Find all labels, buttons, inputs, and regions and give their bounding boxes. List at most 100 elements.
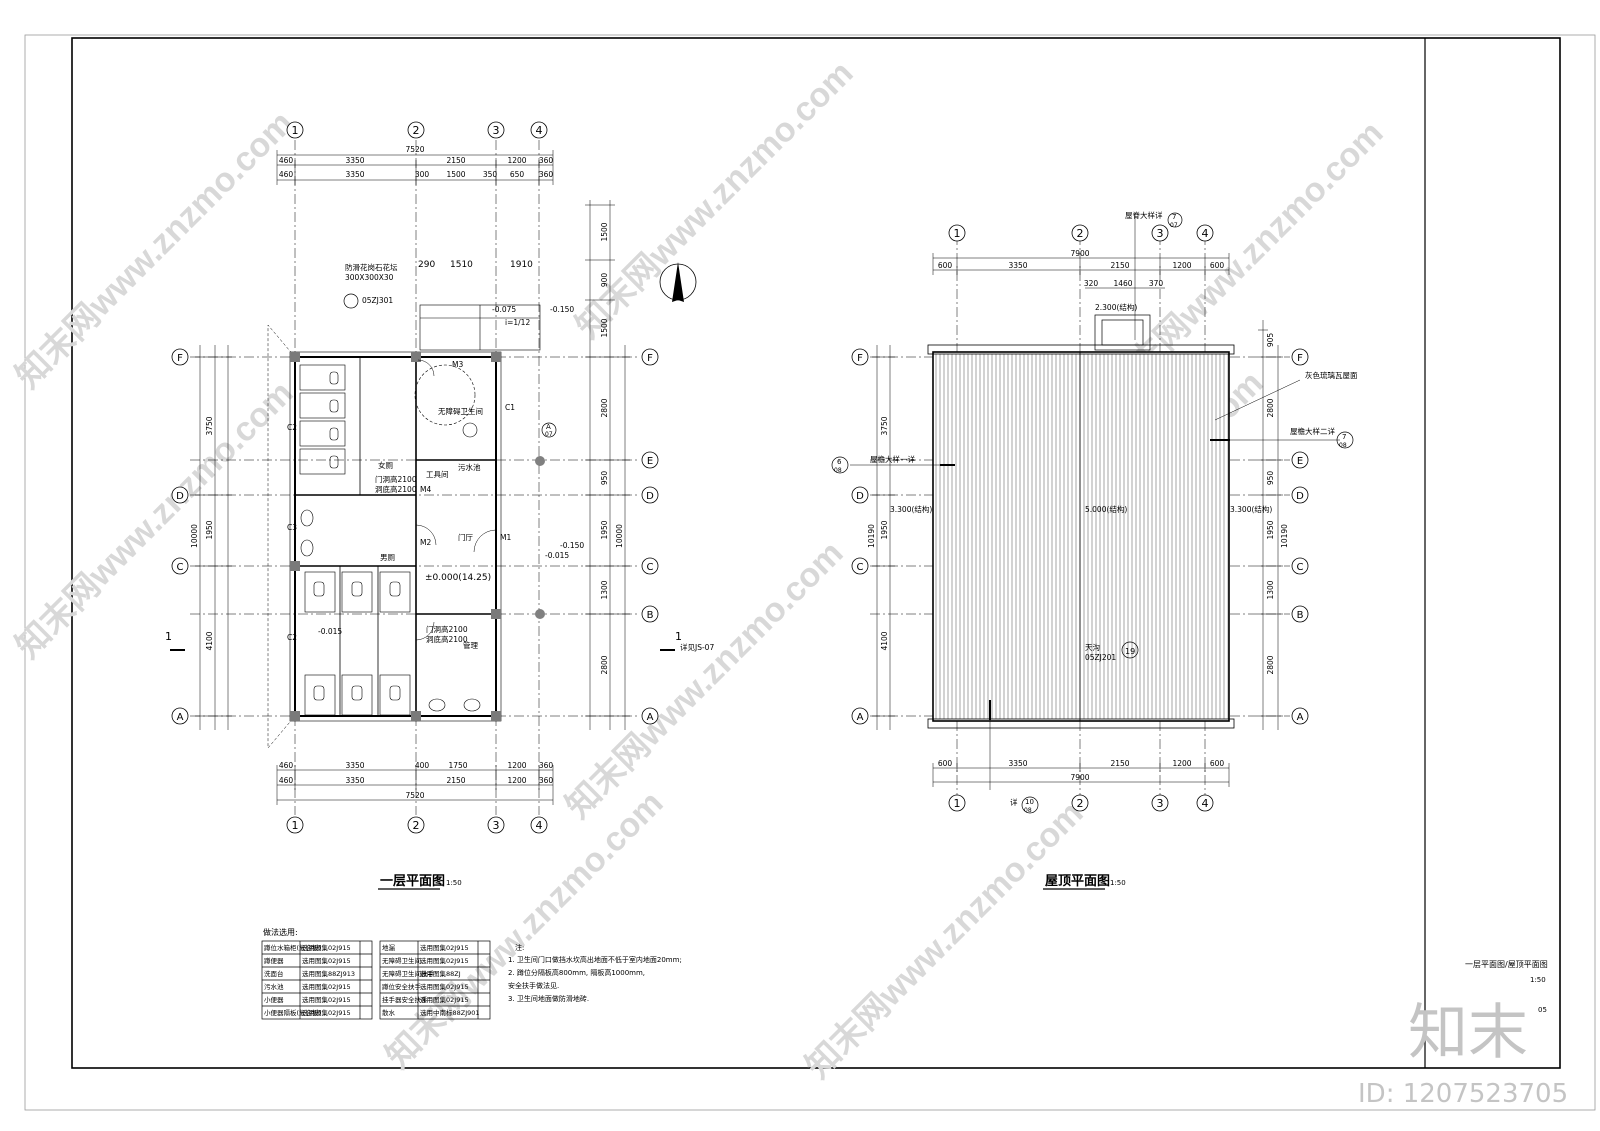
watermark-text-8: 知末网www.znzmo.com — [559, 534, 851, 826]
watermark-text-3: 知末网www.znzmo.com — [569, 54, 861, 346]
roof-tile-lines — [935, 354, 1229, 719]
table-cell: 选用图集02J915 — [302, 995, 351, 1004]
dim-total-bottom: 7520 — [405, 791, 424, 800]
ground-columns — [290, 352, 501, 721]
table-cell: 选用图集02J915 — [302, 956, 351, 965]
ground-ramp — [419, 304, 541, 351]
roof-axis-top: 1 2 3 4 — [948, 224, 1214, 242]
dim-label: 2800 — [600, 655, 609, 674]
dim-label: 650 — [510, 170, 525, 179]
ground-axis-bottom: 1 2 3 4 — [286, 816, 548, 834]
tile-spec: 300X300X30 — [345, 273, 394, 282]
dim-label: 2800 — [1266, 398, 1275, 417]
ramp-note: 防滑花岗石花坛 — [345, 262, 398, 272]
axis-label: D — [856, 491, 864, 502]
detail-ref: 08 — [834, 467, 842, 474]
roof-vent — [1094, 314, 1151, 351]
axis-label: A — [177, 712, 184, 723]
dim-label: 360 — [539, 761, 554, 770]
detail-note: 屋檐大样二详 — [1290, 426, 1335, 436]
table-cell: 无障碍卫生间 — [382, 956, 421, 965]
drawing-name: 一层平面图/屋顶平面图 — [1465, 960, 1548, 969]
drawing-frame — [71, 37, 1561, 1069]
room-label: 门厅 — [458, 533, 473, 542]
ground-dims-right — [585, 200, 630, 730]
axis-label: 4 — [1202, 227, 1209, 240]
detail-bubble — [1121, 641, 1139, 659]
detail-ref: 7 — [1342, 433, 1346, 441]
section-mark-right: 1 — [675, 630, 682, 643]
table-cell: 选用图集88ZJ913 — [302, 969, 355, 978]
axis-label: F — [647, 353, 653, 364]
door-note: 门洞高2100 — [426, 624, 468, 634]
table-cell: 选用图集02J915 — [420, 995, 469, 1004]
dim-label: 1950 — [1266, 520, 1275, 539]
roof-plan: 1 2 3 4 1 2 3 4 F D C A — [831, 210, 1358, 890]
roof-dims-right — [1258, 320, 1283, 730]
axis-label: E — [647, 456, 653, 467]
note-line: 安全扶手做法见. — [508, 981, 559, 990]
axis-label: 2 — [1077, 797, 1084, 810]
detail-ref: A — [546, 423, 551, 431]
detail-ref: 6 — [837, 458, 842, 466]
axis-label: 2 — [413, 819, 420, 832]
table-rows-left: 蹲位水箱柜(复合板) 选用图集02J915 蹲便器 选用图集02J915 洗面台… — [264, 943, 355, 1017]
ground-dims-top-row1: 460 3350 2150 1200 360 — [279, 156, 554, 165]
dim-label: 3350 — [345, 156, 364, 165]
elevation-label: ±0.000(14.25) — [425, 573, 491, 583]
detail-bubble — [1167, 212, 1183, 228]
gutter-code: 05ZJ201 — [1085, 653, 1116, 662]
dim-label: 2150 — [446, 776, 465, 785]
slope-label: i=1/12 — [505, 318, 530, 327]
table-cell: 选用图集02J915 — [302, 943, 351, 952]
window-tag: C3 — [287, 523, 297, 532]
dim-label: 3350 — [1008, 261, 1027, 270]
dim-label: 600 — [938, 261, 953, 270]
detail-bubble — [541, 422, 557, 438]
dim-label: 1300 — [1266, 580, 1275, 599]
table-cell: 地漏 — [382, 943, 396, 952]
watermark-text-2: 知末网www.znzmo.com — [9, 374, 301, 666]
axis-label: B — [647, 610, 654, 621]
notes-title: 注: — [515, 943, 524, 952]
axis-label: A — [857, 712, 864, 723]
dim-label: 1910 — [510, 260, 533, 270]
roof-dims-right-labels: 905 2800 950 1950 1300 2800 10190 — [1266, 333, 1289, 675]
dim-label: 600 — [1210, 759, 1225, 768]
ramp-detail-ref: 05ZJ301 — [362, 296, 393, 305]
axis-label: 1 — [954, 227, 961, 240]
section-mark-left: 1 — [165, 630, 172, 643]
dim-label: 2800 — [1266, 655, 1275, 674]
window-tag: C2 — [287, 633, 297, 642]
axis-label: F — [857, 353, 863, 364]
roof-dims-left-labels: 3750 1950 4100 10190 — [867, 416, 889, 650]
dim-total-bottom: 7900 — [1070, 773, 1089, 782]
detail-note: 屋檐大样一详 — [870, 454, 915, 464]
axis-label: F — [1297, 353, 1303, 364]
detail-note: 详 — [1010, 797, 1018, 807]
dim-label: 1750 — [448, 761, 467, 770]
general-notes: 注: 1. 卫生间门口做挡水坎高出地面不低于室内地面20mm; 2. 蹲位分隔板… — [508, 943, 682, 1003]
window-tag: C2 — [287, 423, 297, 432]
dim-label: 4100 — [205, 631, 214, 650]
door-tag: M2 — [420, 538, 431, 547]
detail-bubble — [343, 293, 359, 309]
axis-label: A — [647, 712, 654, 723]
detail-bubble — [831, 456, 849, 474]
ground-axis-top: 1 2 3 4 — [286, 121, 548, 139]
detail-bubble — [1021, 796, 1039, 814]
ground-walls — [267, 324, 502, 749]
dim-label: 3750 — [880, 416, 889, 435]
detail-ref: 08 — [1339, 442, 1347, 449]
axis-label: D — [646, 491, 654, 502]
dim-label: 3350 — [345, 776, 364, 785]
axis-label: 3 — [493, 124, 500, 137]
roof-axis-left: F D C A — [851, 348, 869, 725]
ground-dims-bottom — [276, 765, 554, 805]
materials-table: 做法选用: 蹲位水箱柜(复合板) 选用图集02J915 蹲便器 选用图集02J9… — [261, 927, 491, 1020]
plan-title: 一层平面图 — [380, 874, 445, 889]
door-tag: M3 — [452, 360, 463, 369]
door-tag: M1 — [500, 533, 511, 542]
dim-total-left: 10000 — [190, 524, 199, 548]
room-label: 男厕 — [380, 553, 395, 562]
